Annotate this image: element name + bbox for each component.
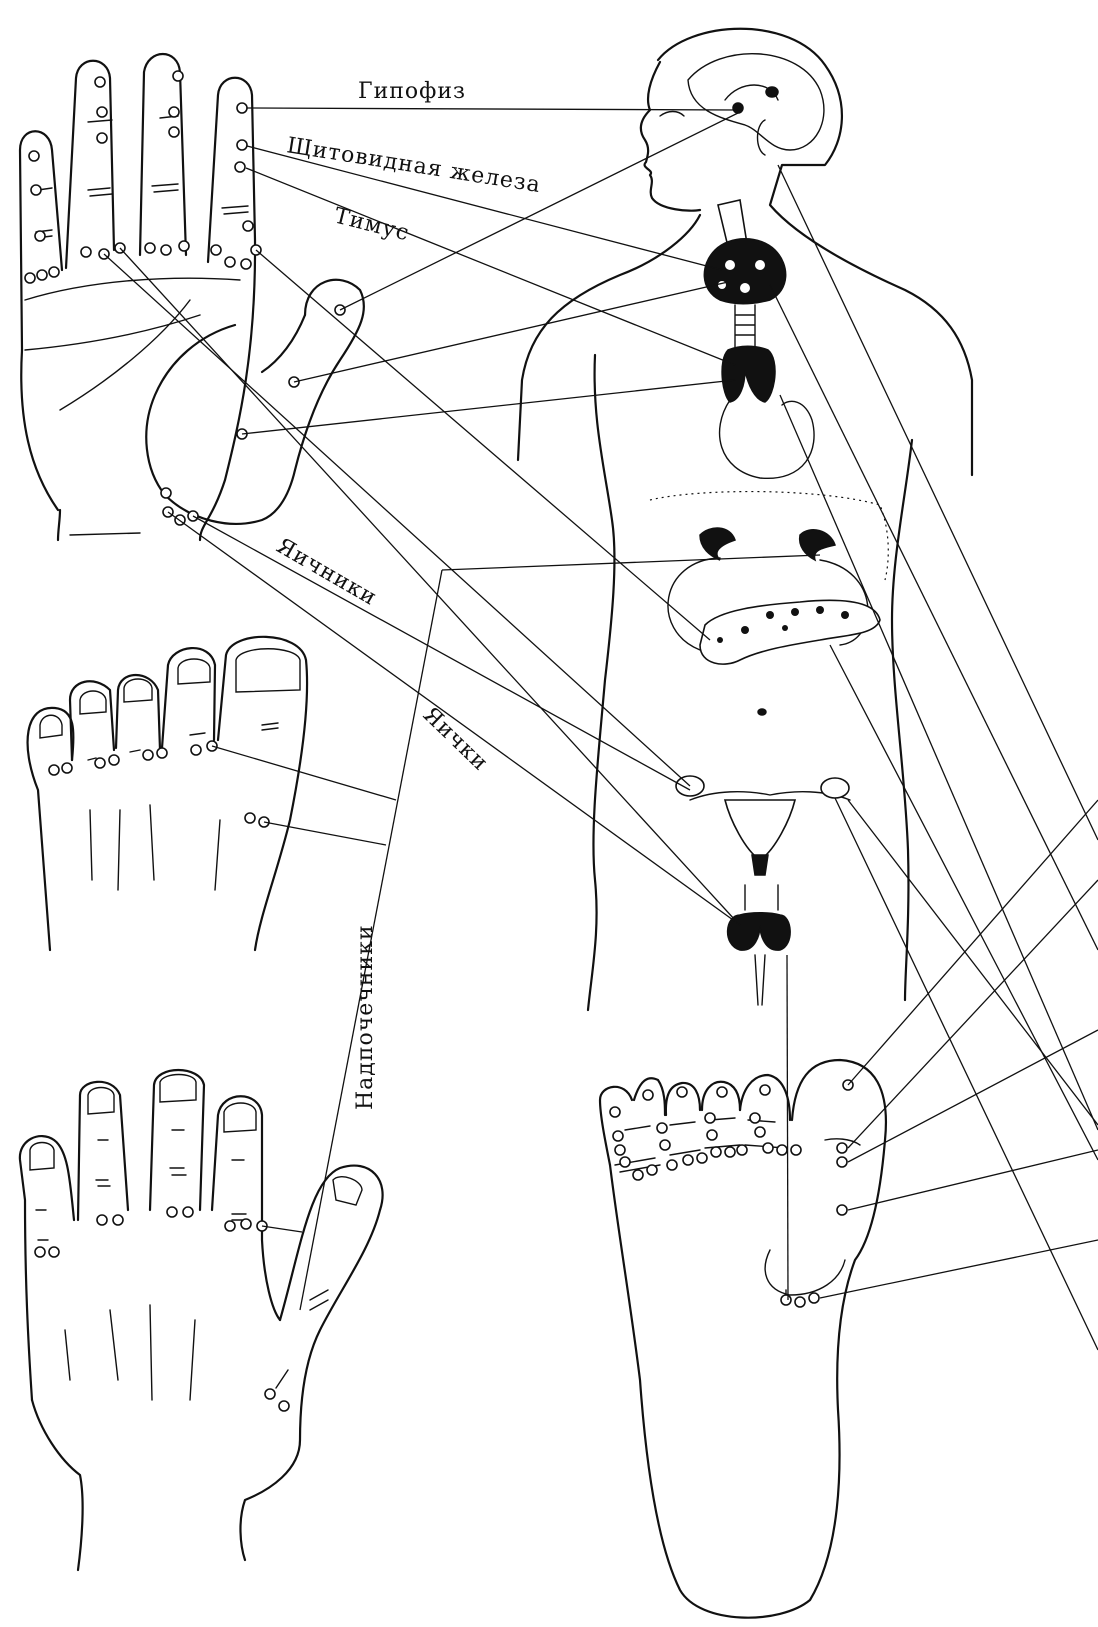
pancreas-organ bbox=[700, 600, 880, 664]
sole-of-foot-bottom-right bbox=[600, 1060, 886, 1618]
foot-points bbox=[49, 741, 269, 827]
human-torso-figure bbox=[518, 29, 972, 1010]
label-thymus: Тимус bbox=[332, 204, 412, 247]
adrenal-left bbox=[700, 528, 735, 560]
thymus-organ bbox=[722, 346, 775, 402]
back-of-hand-bottom-left bbox=[20, 1070, 383, 1570]
palm-hand-top-left bbox=[20, 54, 364, 540]
foot-top-left bbox=[28, 637, 307, 950]
sole-points bbox=[610, 1080, 853, 1307]
label-adrenals: Надпочечники bbox=[353, 924, 378, 1110]
uterus-organ bbox=[725, 800, 795, 860]
thyroid-organ bbox=[704, 239, 785, 304]
testes-organ bbox=[728, 913, 791, 950]
back-hand-points bbox=[35, 1207, 289, 1411]
head-outline bbox=[658, 29, 972, 475]
ovary-right bbox=[821, 778, 849, 798]
brain-outline bbox=[688, 54, 824, 150]
label-pituitary: Гипофиз bbox=[358, 79, 466, 104]
labels: Гипофиз Щитовидная железа Тимус Яичники … bbox=[272, 79, 543, 1110]
